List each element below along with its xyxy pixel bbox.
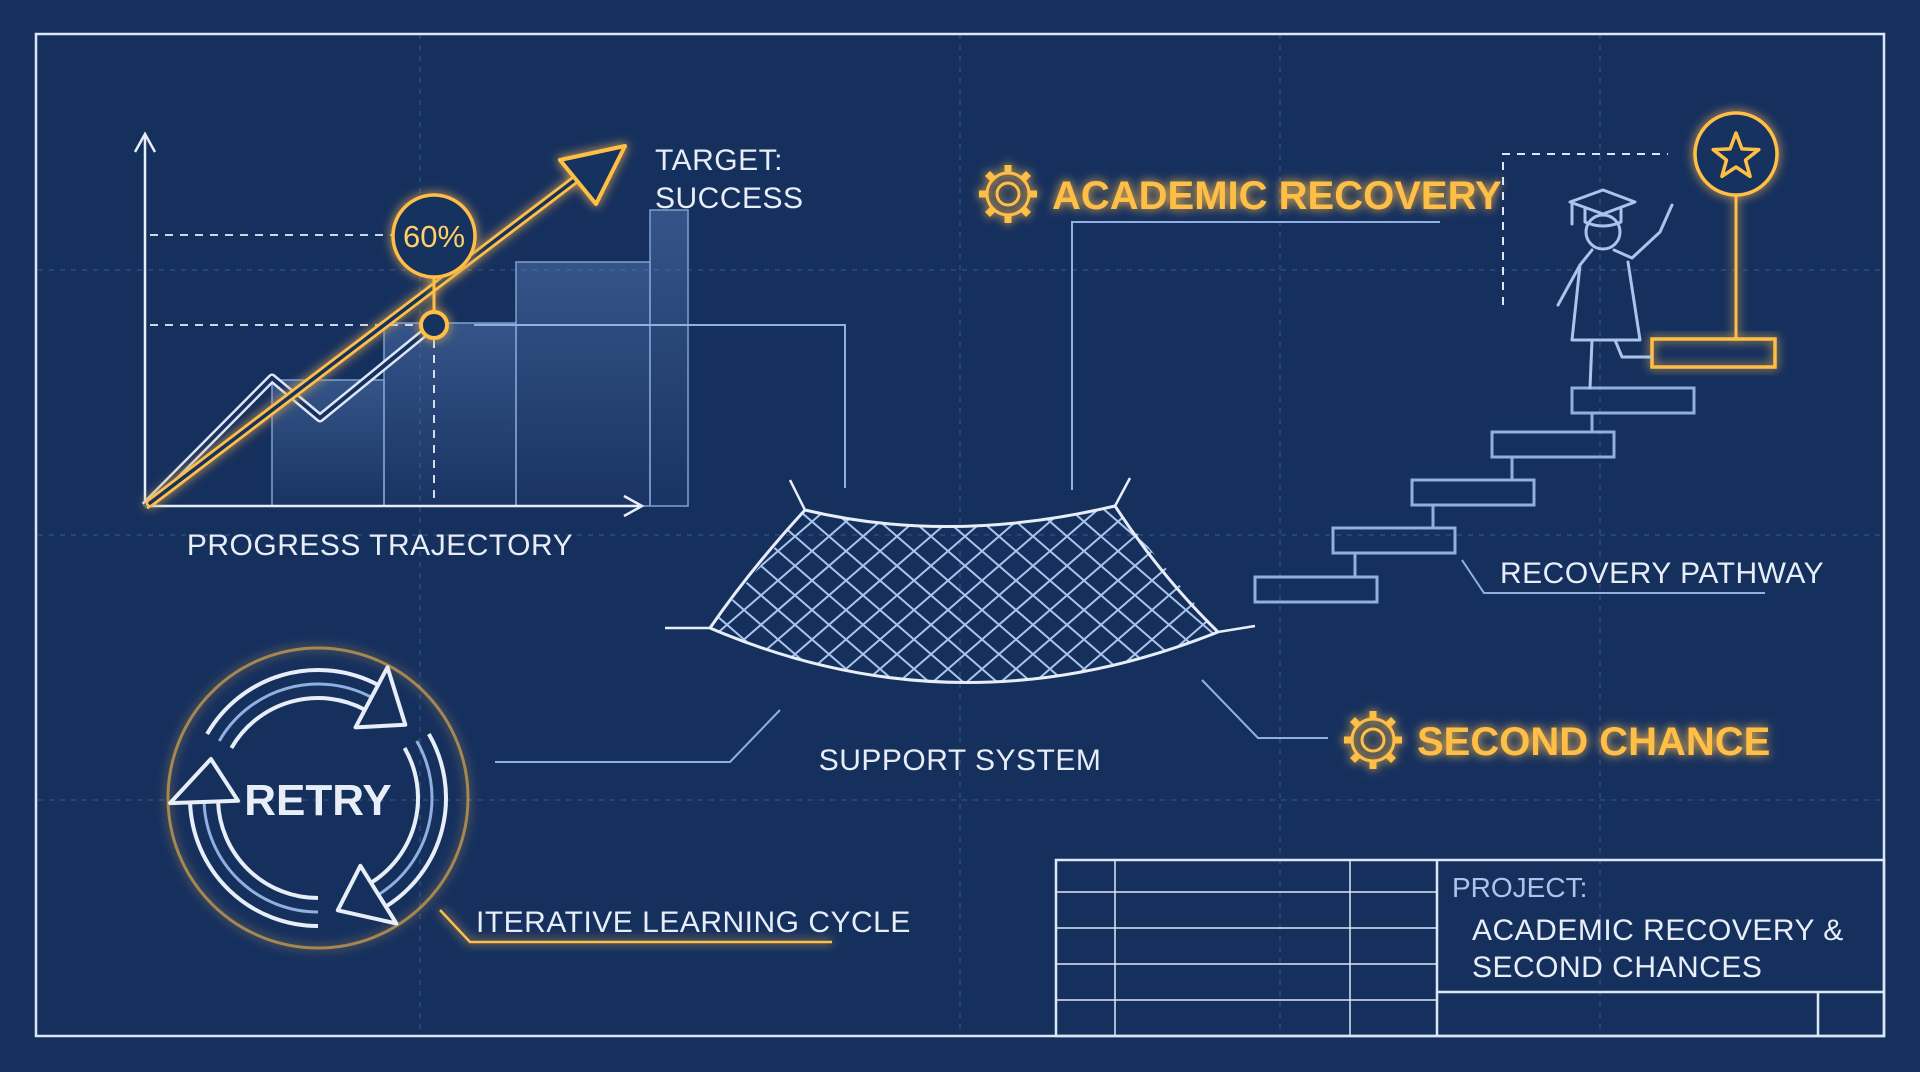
chart-bars: [271, 209, 689, 507]
second-chance-title: SECOND CHANCE: [1417, 720, 1770, 764]
chart-axes: [133, 131, 645, 518]
recovery-pathway-label: RECOVERY PATHWAY: [1500, 557, 1824, 590]
milestone-percentage: 60%: [403, 219, 465, 254]
leader-line-cycle: [495, 709, 781, 763]
title-block: [1054, 858, 1886, 1038]
progress-chart: 60% TARGET: SUCCESS PROGRESS TRAJECTORY: [133, 131, 846, 562]
milestone-guides: [150, 234, 435, 506]
academic-recovery-callout: ACADEMIC RECOVERY: [979, 165, 1502, 490]
gear-icon: [979, 165, 1037, 223]
project-label: PROJECT:: [1452, 872, 1587, 903]
iterative-learning-label: ITERATIVE LEARNING CYCLE: [476, 906, 911, 939]
star-guide-line: [1502, 153, 1668, 305]
academic-recovery-title: ACADEMIC RECOVERY: [1052, 174, 1502, 218]
target-arrow: [145, 144, 627, 508]
target-label-line2: SUCCESS: [655, 182, 804, 215]
gear-icon: [1344, 711, 1402, 769]
progress-trajectory-label: PROGRESS TRAJECTORY: [187, 529, 573, 562]
leader-line-academic: [1071, 221, 1440, 490]
outer-frame: [34, 32, 1886, 1038]
top-step: [1650, 337, 1777, 369]
leader-line-pathway: [1461, 559, 1765, 594]
leader-line-second-chance: [1201, 679, 1328, 739]
target-label-line1: TARGET:: [655, 144, 783, 177]
retry-label: RETRY: [244, 776, 392, 825]
second-chance-callout: SECOND CHANCE: [1201, 679, 1770, 770]
cycle-arrows-icon: [166, 646, 470, 950]
leader-line-iterative: [439, 909, 832, 944]
star-icon: [1693, 111, 1779, 339]
project-title-line2: SECOND CHANCES: [1472, 951, 1762, 984]
graduate-icon: [1556, 188, 1674, 390]
project-title-line1: ACADEMIC RECOVERY &: [1472, 914, 1844, 947]
recovery-stairs: [1253, 386, 1696, 604]
leader-line-progress: [474, 324, 846, 488]
support-system-label: SUPPORT SYSTEM: [819, 744, 1102, 777]
milestone-marker: [391, 193, 477, 340]
